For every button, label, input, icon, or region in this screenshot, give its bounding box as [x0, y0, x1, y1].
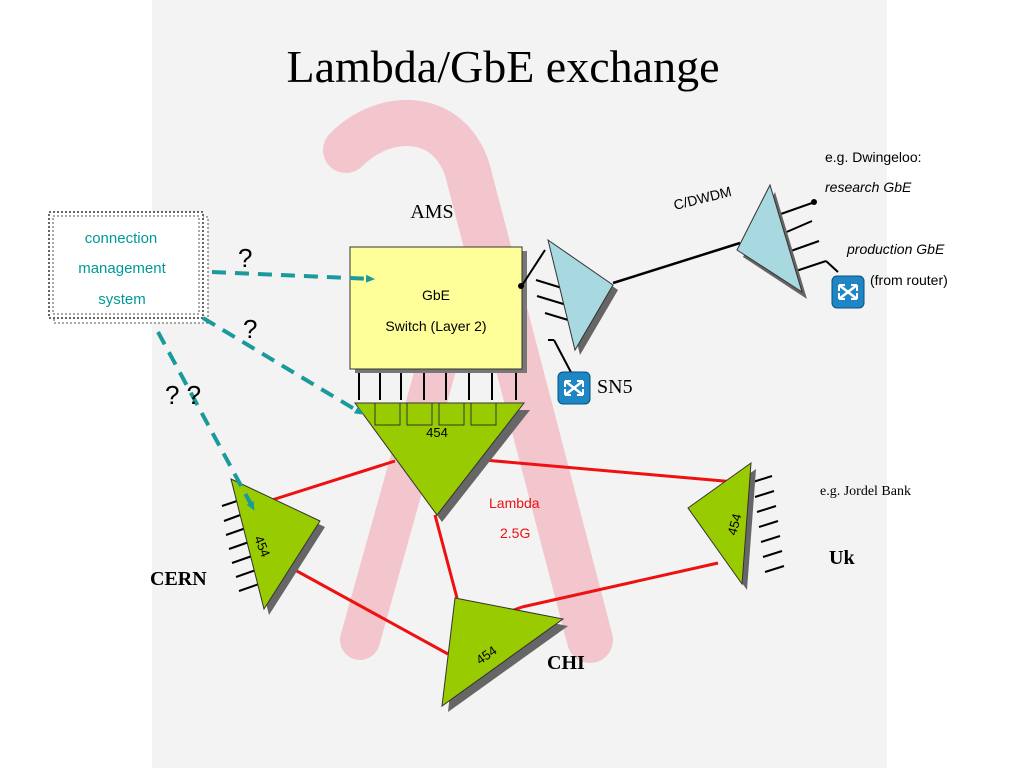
uk-label: Uk [829, 547, 855, 569]
from-router-label: (from router) [870, 272, 948, 288]
control-arrows [156, 270, 375, 511]
lambda-label-line1: Lambda [489, 495, 540, 511]
research-gbe-port [811, 199, 817, 205]
question-mark-2: ? [243, 314, 257, 344]
cms-label-line2: management [78, 260, 166, 277]
connection-management-system [48, 211, 209, 324]
node-cern-454 [230, 478, 325, 615]
gbe-label-line1: GbE [422, 287, 450, 303]
gbe-label-line2: Switch (Layer 2) [385, 318, 486, 334]
cms-label-line1: connection [85, 230, 158, 247]
node-uk-454 [687, 461, 756, 590]
chi-label: CHI [547, 652, 585, 674]
node-uk-label: 454 [724, 512, 744, 537]
cdwdm-label: C/DWDM [672, 183, 733, 213]
router-icon [831, 275, 865, 309]
dwingeloo-label-line2: research GbE [825, 179, 912, 195]
router-icon [557, 371, 591, 405]
node-ams-454 [354, 402, 530, 522]
uk-ports [752, 475, 785, 573]
node-ams-label: 454 [426, 425, 448, 440]
dwdm-remote-ports [777, 202, 839, 273]
cms-label-line3: system [98, 291, 146, 308]
production-gbe-label: production GbE [846, 241, 945, 257]
node-chi-454 [441, 597, 568, 712]
ams-switch-ports [358, 370, 517, 400]
sn5-label: SN5 [597, 376, 633, 398]
cern-label: CERN [150, 568, 207, 590]
slide-title: Lambda/GbE exchange [287, 41, 720, 92]
dwdm-local [547, 238, 618, 355]
question-mark-3: ? ? [165, 380, 201, 410]
gbe-switch [349, 246, 527, 373]
dwdm-remote [736, 183, 807, 299]
ams-label: AMS [410, 201, 453, 223]
dwingeloo-label-line1: e.g. Dwingeloo: [825, 149, 922, 165]
dwdm-fibre-link [612, 241, 741, 285]
jordel-label: e.g. Jordel Bank [820, 484, 911, 499]
lambda-links [271, 458, 736, 656]
lambda-label-line2: 2.5G [500, 525, 530, 541]
question-mark-1: ? [238, 243, 252, 273]
